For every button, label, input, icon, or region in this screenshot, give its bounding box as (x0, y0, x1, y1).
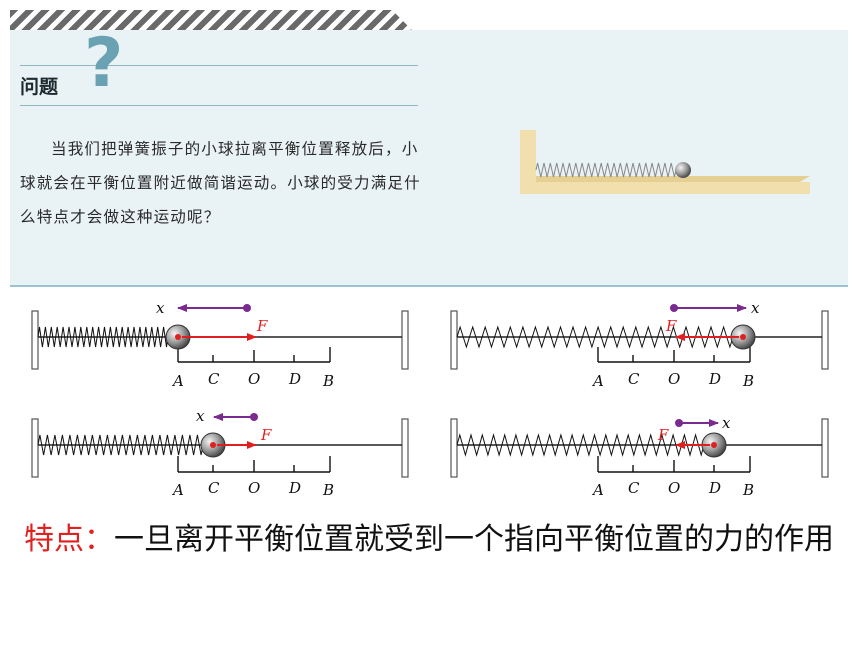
point-C: C (208, 370, 220, 388)
point-O: O (248, 479, 260, 497)
diagram-1: x F A C O D B (31, 299, 409, 390)
point-D: D (288, 479, 301, 497)
point-A: A (591, 372, 604, 390)
label-x: x (196, 407, 205, 425)
question-title: 问题 (20, 76, 59, 98)
label-F: F (256, 317, 268, 335)
point-D: D (708, 479, 721, 497)
point-A: A (171, 372, 184, 390)
point-A: A (591, 481, 604, 499)
feature-statement: 特点：一旦离开平衡位置就受到一个指向平衡位置的力的作用 (24, 515, 844, 565)
spring-apparatus-image (520, 130, 810, 194)
title-rule-top (20, 65, 418, 66)
feature-label: 特点： (24, 522, 114, 557)
feature-text: 一旦离开平衡位置就受到一个指向平衡位置的力的作用 (114, 522, 834, 557)
point-D: D (288, 370, 301, 388)
diagram-4: x F A C O D B (450, 414, 829, 499)
label-F: F (665, 317, 677, 335)
point-A: A (171, 481, 184, 499)
point-B: B (742, 481, 754, 499)
label-F: F (657, 426, 669, 444)
question-body: 当我们把弹簧振子的小球拉离平衡位置释放后，小球就会在平衡位置附近做简谐运动。小球… (20, 140, 421, 226)
title-rule-bottom (20, 105, 418, 106)
label-x: x (751, 299, 760, 317)
label-x: x (722, 414, 731, 432)
point-C: C (628, 479, 640, 497)
diagram-2: x F A C O D B (450, 299, 829, 390)
point-B: B (322, 372, 334, 390)
label-F: F (260, 426, 272, 444)
point-O: O (668, 479, 680, 497)
header-hatch-band (10, 10, 412, 30)
point-O: O (668, 370, 680, 388)
header-hatch-cap (392, 10, 412, 30)
point-O: O (248, 370, 260, 388)
point-D: D (708, 370, 721, 388)
diagram-3: x F A C O D B (31, 407, 409, 499)
question-mark-icon: ? (84, 24, 124, 103)
point-B: B (322, 481, 334, 499)
label-x: x (156, 299, 165, 317)
point-C: C (208, 479, 220, 497)
point-B: B (742, 372, 754, 390)
question-panel (10, 30, 848, 287)
point-C: C (628, 370, 640, 388)
